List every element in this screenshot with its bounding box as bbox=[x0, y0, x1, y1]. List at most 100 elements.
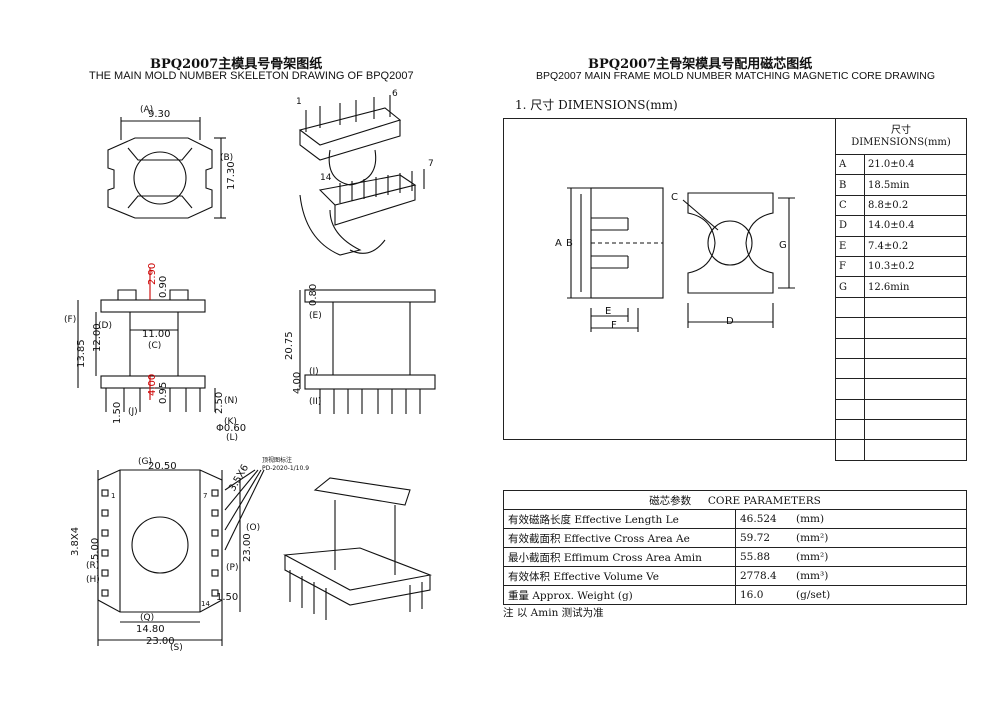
dimension-value bbox=[864, 296, 967, 319]
dim-d-value: 12.00 bbox=[92, 323, 103, 352]
bottom-pin-1: 1 bbox=[111, 492, 115, 500]
left-title-cn: BPQ2007主模具号骨架图纸 bbox=[150, 57, 323, 72]
dimension-row bbox=[835, 378, 967, 400]
dimension-key: E bbox=[835, 235, 865, 257]
core-parameter-name: 有效磁路长度 Effective Length Le bbox=[503, 509, 736, 529]
bobbin-isometric-view-2 bbox=[283, 477, 433, 620]
dimension-row bbox=[835, 419, 967, 441]
right-title-en: BPQ2007 MAIN FRAME MOLD NUMBER MATCHING … bbox=[536, 70, 936, 82]
dimension-value: 12.6min bbox=[864, 276, 967, 298]
core-parameter-name: 最小截面积 Effimum Cross Area Amin bbox=[503, 547, 736, 567]
side-e-letter: (E) bbox=[309, 311, 322, 321]
core-parameter-cell: 2778.4 (mm³) bbox=[735, 566, 967, 586]
core-parameter-row: 重量 Approx. Weight (g) 16.0 (g/set) bbox=[503, 585, 967, 605]
core-label-f: F bbox=[611, 320, 617, 331]
bottom-pin-14: 14 bbox=[201, 600, 210, 608]
dim-t-letter: (P) bbox=[226, 563, 238, 573]
dimension-value bbox=[864, 317, 967, 339]
side-height-value: 20.75 bbox=[284, 331, 295, 360]
iso-pin-1: 1 bbox=[296, 97, 302, 107]
core-parameters-table: 磁芯参数 CORE PARAMETERS 有效磁路长度 Effective Le… bbox=[503, 490, 967, 605]
bobbin-bottom-view bbox=[97, 469, 265, 646]
dimension-key: B bbox=[835, 174, 865, 196]
core-parameter-value: 46.524 bbox=[740, 513, 777, 525]
dim-k-value: 2.50 bbox=[214, 392, 225, 414]
dim-a-letter: (A) bbox=[140, 105, 153, 115]
core-parameter-name: 重量 Approx. Weight (g) bbox=[503, 585, 736, 605]
dim-a-value: 9.30 bbox=[148, 109, 170, 120]
core-label-c: C bbox=[671, 192, 678, 203]
core-label-a: A bbox=[555, 238, 562, 249]
dimension-value: 14.0±0.4 bbox=[864, 215, 967, 237]
core-parameter-value: 16.0 bbox=[740, 589, 764, 601]
dim-c-value: 11.00 bbox=[142, 329, 171, 340]
dim-f-letter: (F) bbox=[64, 315, 76, 325]
dimension-key: F bbox=[835, 255, 865, 278]
dimension-key: A bbox=[835, 153, 865, 176]
dimension-key bbox=[835, 378, 865, 400]
core-note: 注 以 Amin 测试为准 bbox=[503, 607, 604, 619]
dimension-value: 21.0±0.4 bbox=[864, 153, 967, 176]
dim-v-letter: (S) bbox=[170, 643, 183, 653]
right-title-cn: BPQ2007主骨架模具号配用磁芯图纸 bbox=[588, 57, 813, 72]
side-i-letter: (I) bbox=[309, 367, 319, 377]
core-parameter-unit: (mm²) bbox=[796, 532, 829, 544]
side-top-value: 0.80 bbox=[308, 284, 319, 306]
bobbin-front-view bbox=[77, 268, 216, 412]
dim-u-letter: (Q) bbox=[140, 613, 154, 623]
core-label-d: D bbox=[726, 316, 734, 327]
dim-red-bottom: 4.00 bbox=[147, 374, 158, 396]
dim-j-value: 0.95 bbox=[158, 382, 169, 404]
dimension-row bbox=[835, 357, 967, 380]
core-parameter-unit: (g/set) bbox=[796, 589, 831, 601]
dim-v-value: 23.00 bbox=[146, 636, 175, 647]
side-bottom-value: 4.00 bbox=[292, 372, 303, 394]
dimension-value: 8.8±0.2 bbox=[864, 194, 967, 217]
dim-r-letter: (R) bbox=[86, 561, 99, 571]
side-ii-letter: (II) bbox=[309, 397, 321, 407]
dimensions-header: 尺寸 DIMENSIONS(mm) bbox=[835, 118, 967, 155]
dimension-key: D bbox=[835, 215, 865, 237]
core-parameter-value: 2778.4 bbox=[740, 570, 777, 582]
dimension-key bbox=[835, 419, 865, 441]
dim-g-letter: (G) bbox=[138, 457, 152, 467]
core-header-cn: 磁芯参数 bbox=[649, 494, 692, 507]
dimension-key bbox=[835, 357, 865, 380]
bobbin-drawings: (A) 9.30 17.30 (B) 1 6 7 14 2.90 0.90 (F… bbox=[64, 89, 436, 653]
dimension-row bbox=[835, 317, 967, 339]
core-parameter-row: 有效截面积 Effective Cross Area Ae 59.72 (mm²) bbox=[503, 528, 967, 548]
core-front-view bbox=[682, 192, 795, 328]
core-parameter-cell: 46.524(mm) bbox=[735, 509, 967, 529]
dim-d-letter: (D) bbox=[98, 321, 112, 331]
dimension-value bbox=[864, 439, 967, 461]
dimension-value bbox=[864, 337, 967, 359]
core-parameter-unit: (mm³) bbox=[796, 570, 829, 582]
core-side-view bbox=[567, 187, 664, 332]
dim-g-value: 20.50 bbox=[148, 461, 177, 472]
core-label-g: G bbox=[779, 240, 787, 251]
dim-m-value: 5.00 bbox=[90, 538, 101, 560]
dim-j-letter: (J) bbox=[128, 407, 138, 417]
section-heading: 1. 尺寸 DIMENSIONS(mm) bbox=[515, 98, 678, 112]
dimension-key bbox=[835, 296, 865, 319]
core-parameter-name: 有效截面积 Effective Cross Area Ae bbox=[503, 528, 736, 548]
core-parameter-value: 59.72 bbox=[740, 532, 771, 544]
dim-h-letter: (H) bbox=[86, 575, 100, 585]
dimension-key bbox=[835, 439, 865, 461]
dim-o-letter: (O) bbox=[246, 523, 260, 533]
dimension-row bbox=[835, 337, 967, 359]
ref-code: PD-2020-1/10.9 bbox=[262, 465, 309, 472]
dim-u-value: 14.80 bbox=[136, 624, 165, 635]
core-parameters-header: 磁芯参数 CORE PARAMETERS bbox=[503, 490, 967, 510]
dim-c-top: 0.90 bbox=[158, 276, 169, 298]
iso-pin-14: 14 bbox=[320, 173, 332, 183]
dimension-value bbox=[864, 378, 967, 400]
dimension-row bbox=[835, 439, 967, 461]
